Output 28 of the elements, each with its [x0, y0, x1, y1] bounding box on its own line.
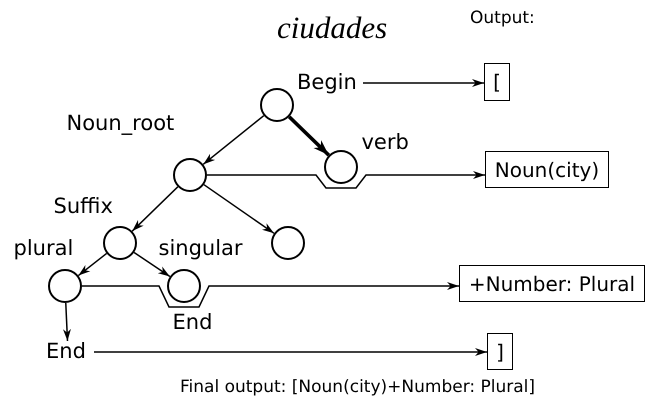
arrow [132, 186, 178, 232]
state-label: Begin [297, 72, 359, 94]
arrow [204, 184, 274, 234]
state-label: Suffix [54, 196, 113, 216]
state-label: Noun_root [66, 112, 174, 134]
state-label: verb [362, 132, 409, 152]
arrow [202, 115, 264, 165]
output-box: [ [484, 63, 510, 101]
arrow [207, 171, 485, 189]
input-word: ciudades [277, 12, 388, 43]
arrow [363, 79, 484, 87]
output-box: ] [487, 333, 513, 370]
output-heading: Output: [470, 10, 535, 27]
state-label: End [172, 312, 212, 332]
arrow [78, 252, 108, 276]
arrow [62, 302, 71, 342]
state-label: End [46, 341, 90, 363]
output-box: Noun(city) [485, 151, 609, 188]
final-output-note: Final output: [Noun(city)+Number: Plural] [180, 379, 536, 396]
state-circle [271, 226, 305, 260]
arrow [82, 282, 459, 308]
arrow [288, 116, 330, 156]
arrow [94, 348, 487, 356]
state-label: singular [158, 238, 243, 258]
state-label: plural [14, 238, 74, 258]
output-box: +Number: Plural [459, 265, 645, 302]
arrow [134, 252, 170, 278]
state-circle [260, 88, 294, 122]
